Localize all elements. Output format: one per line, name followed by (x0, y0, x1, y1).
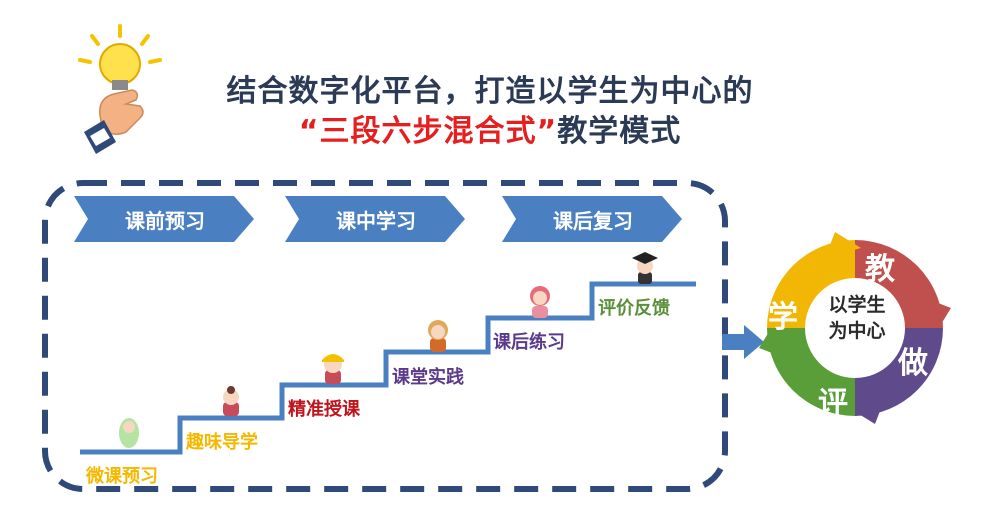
phase-label-1: 课前预习 (125, 209, 205, 233)
cycle-segment-do: 做 (898, 346, 928, 381)
cycle-center-label: 以学生 为中心 (812, 292, 902, 344)
step-label-4: 课堂实践 (392, 367, 464, 388)
step-label-2: 趣味导学 (186, 432, 258, 453)
phase-arrow-3 (502, 196, 682, 242)
step-label-1: 微课预习 (86, 466, 158, 487)
page-subtitle: “三段六步混合式”教学模式 (150, 106, 830, 150)
girl-icon (428, 320, 448, 352)
phase-label-3: 课后复习 (553, 209, 633, 233)
phase-arrow-2 (285, 196, 465, 242)
title-open-quote: “ (298, 114, 320, 149)
cycle-center-line1: 以学生 (828, 294, 886, 316)
phase-label-2: 课中学习 (336, 209, 416, 233)
cycle-center-line2: 为中心 (828, 320, 886, 342)
baby-icon (119, 418, 139, 448)
title-highlight: 三段六步混合式 (319, 114, 537, 149)
title-close-quote: ” (536, 114, 558, 149)
step-label-3: 精准授课 (288, 399, 360, 420)
teen-icon (530, 286, 550, 318)
cycle-segment-evaluate: 评 (818, 386, 848, 421)
arrow-right-icon (722, 325, 764, 359)
title-rest: 教学模式 (557, 114, 682, 149)
graduate-icon (632, 252, 658, 284)
step-label-6: 评价反馈 (598, 298, 670, 319)
page-title: 结合数字化平台，打造以学生为中心的 (226, 74, 754, 109)
cycle-segment-learn: 学 (768, 300, 798, 335)
kid-icon (322, 354, 344, 384)
phase-arrow-1 (74, 196, 254, 242)
cycle-segment-teach: 教 (865, 252, 895, 287)
toddler-icon (223, 386, 239, 416)
step-label-5: 课后练习 (493, 332, 565, 353)
cycle-diagram (759, 232, 951, 424)
lightbulb-hand-icon (78, 24, 162, 154)
